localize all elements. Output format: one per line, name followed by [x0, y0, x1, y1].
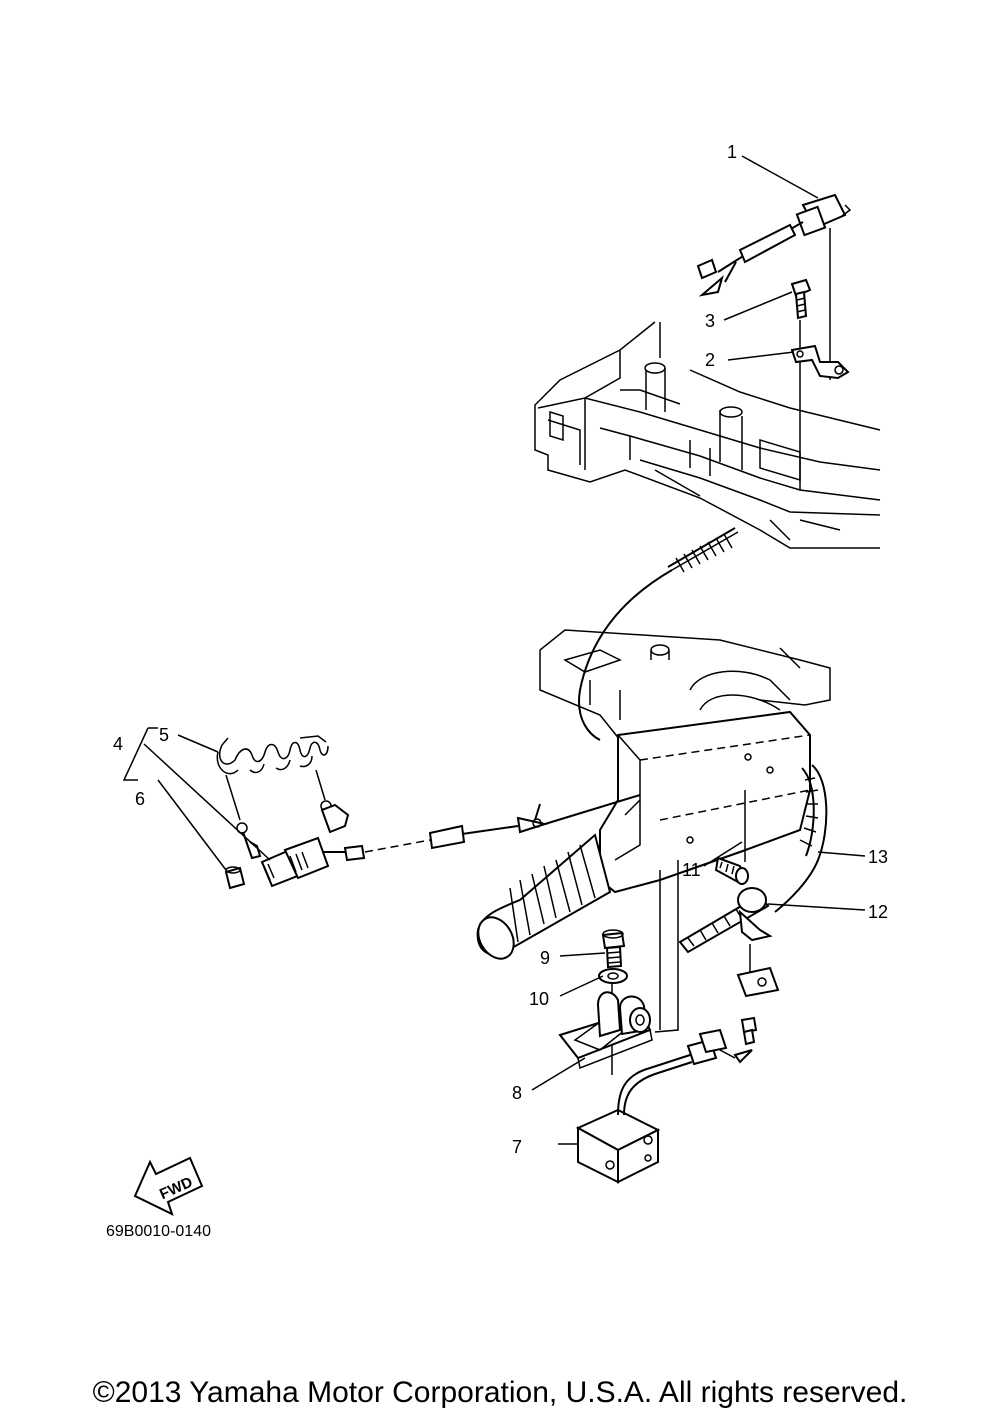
- callout-4: 4: [113, 734, 123, 754]
- callout-8: 8: [512, 1083, 522, 1103]
- callout-5: 5: [159, 725, 169, 745]
- lanyard-part-5: [216, 735, 350, 860]
- callout-9: 9: [540, 948, 550, 968]
- screw-part-11: [714, 856, 749, 885]
- fwd-arrow: FWD: [133, 1156, 204, 1216]
- copyright-notice: ©2013 Yamaha Motor Corporation, U.S.A. A…: [92, 1376, 908, 1409]
- callout-10: 10: [529, 989, 549, 1009]
- callout-1: 1: [727, 142, 737, 162]
- tiller-handle: [476, 710, 811, 960]
- drawing-code: 69B0010-0140: [106, 1223, 211, 1240]
- harness-part-13: [774, 764, 828, 913]
- callout-numbers: 1 2 3 4 5 6 7 8 9 10 11 12 13: [113, 142, 888, 1157]
- bracket-part-2: [790, 344, 850, 380]
- callout-3: 3: [705, 311, 715, 331]
- callout-leaders: [122, 155, 866, 1145]
- engine-stop-switch-part-4: [260, 794, 641, 888]
- stop-switch-part-1: [696, 193, 852, 380]
- bottom-cowling-housing: [534, 321, 881, 549]
- callout-13: 13: [868, 847, 888, 867]
- callout-7: 7: [512, 1137, 522, 1157]
- unit-part-7: [575, 1028, 753, 1184]
- screw-part-9: [601, 929, 626, 969]
- holder-part-8: [558, 991, 653, 1070]
- cap-part-6: [224, 866, 246, 890]
- washer-part-10: [598, 968, 628, 984]
- callout-6: 6: [135, 789, 145, 809]
- callout-12: 12: [868, 902, 888, 922]
- clamp-part-12: [678, 887, 780, 1046]
- throttle-cable: [578, 527, 739, 741]
- callout-11: 11: [682, 860, 701, 880]
- callout-2: 2: [705, 350, 715, 370]
